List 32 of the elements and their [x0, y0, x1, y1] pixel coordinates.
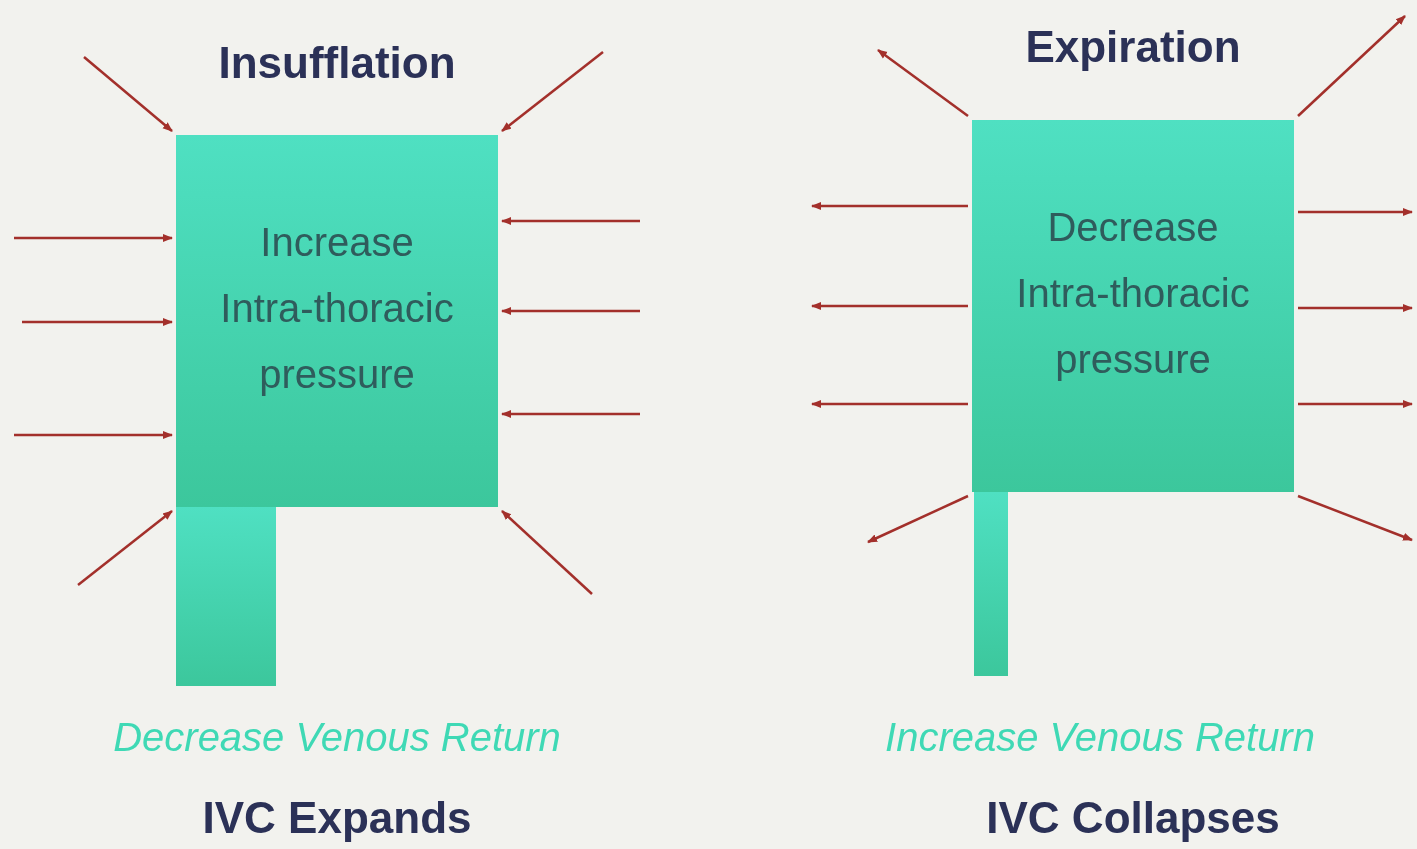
- arrow: [501, 217, 640, 225]
- result-text: Increase Venous Return: [885, 715, 1315, 760]
- chest-box: [176, 135, 498, 507]
- chest-box: [972, 120, 1294, 492]
- vein-tube: [974, 492, 1008, 676]
- box-text: Decrease Intra-thoracic pressure: [1015, 204, 1251, 383]
- conclusion-heading: IVC Collapses: [986, 793, 1280, 843]
- arrow: [877, 49, 969, 117]
- section-heading: Insufflation: [218, 38, 456, 88]
- box-text: Increase Intra-thoracic pressure: [219, 219, 455, 398]
- arrow: [1298, 208, 1413, 216]
- vein-tube: [176, 507, 276, 686]
- arrow: [501, 510, 593, 595]
- arrow: [1298, 400, 1413, 408]
- arrow: [811, 302, 968, 310]
- arrow: [501, 410, 640, 418]
- result-text: Decrease Venous Return: [113, 715, 561, 760]
- arrow: [14, 234, 173, 242]
- arrow: [1298, 304, 1413, 312]
- conclusion-heading: IVC Expands: [202, 793, 472, 843]
- arrow: [501, 307, 640, 315]
- arrow: [1297, 15, 1406, 117]
- arrow: [811, 400, 968, 408]
- arrow: [22, 318, 173, 326]
- arrow: [501, 51, 604, 132]
- arrow: [811, 202, 968, 210]
- arrow: [83, 56, 173, 132]
- arrow: [1297, 494, 1413, 542]
- arrow: [867, 494, 969, 544]
- arrow: [77, 510, 173, 586]
- arrow: [14, 431, 173, 439]
- section-heading: Expiration: [1025, 22, 1241, 72]
